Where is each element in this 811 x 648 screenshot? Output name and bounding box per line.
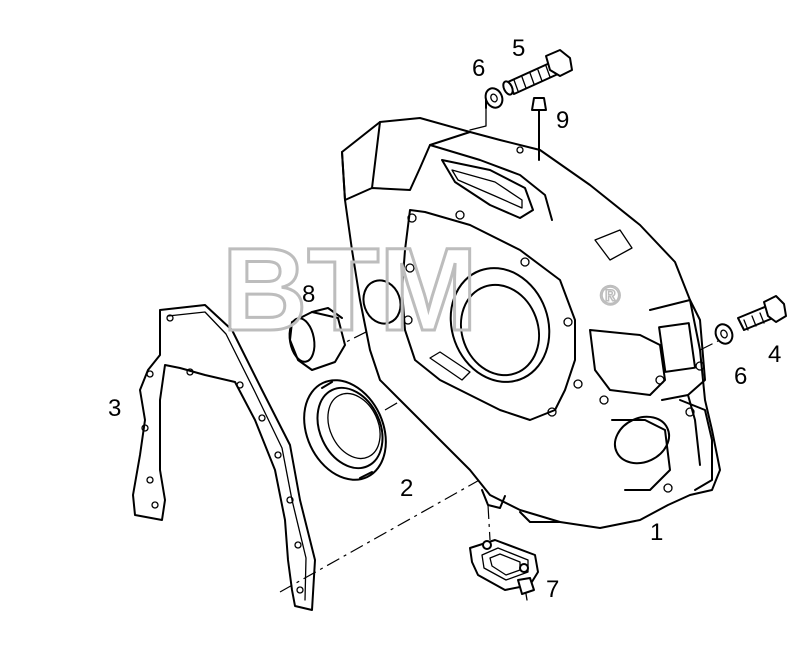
callout-2: 2: [400, 475, 413, 502]
callout-7: 7: [546, 576, 559, 603]
callout-6-right: 6: [734, 363, 747, 390]
gasket-bolt-holes: [141, 314, 304, 594]
plug-cap: [288, 307, 346, 371]
seal-ring: [303, 379, 387, 481]
cover-plate: [469, 539, 539, 591]
callout-5: 5: [512, 35, 525, 62]
washer-top: [484, 87, 504, 109]
flywheel-housing: [341, 117, 721, 529]
watermark-text: BTM: [222, 224, 478, 356]
cover-screw: [517, 577, 535, 601]
btm-watermark: BTM ®: [221, 223, 622, 358]
housing-bolt-holes: [403, 146, 705, 493]
callout-8: 8: [302, 281, 315, 308]
callout-3: 3: [108, 395, 121, 422]
bolt-top: [502, 49, 573, 96]
callout-6-top: 6: [472, 55, 485, 82]
callout-labels: 1 2 3 4 5 6 6 7 8 9: [108, 35, 781, 603]
callout-9: 9: [556, 107, 569, 134]
dowel-pin: [531, 97, 547, 161]
leader-top-hardware: [469, 107, 487, 131]
bolt-right: [737, 295, 787, 331]
washer-right: [714, 323, 734, 345]
callout-4: 4: [768, 341, 781, 368]
callout-1: 1: [650, 519, 663, 546]
housing-gasket: [132, 304, 316, 611]
watermark-registered-mark: ®: [600, 280, 621, 311]
